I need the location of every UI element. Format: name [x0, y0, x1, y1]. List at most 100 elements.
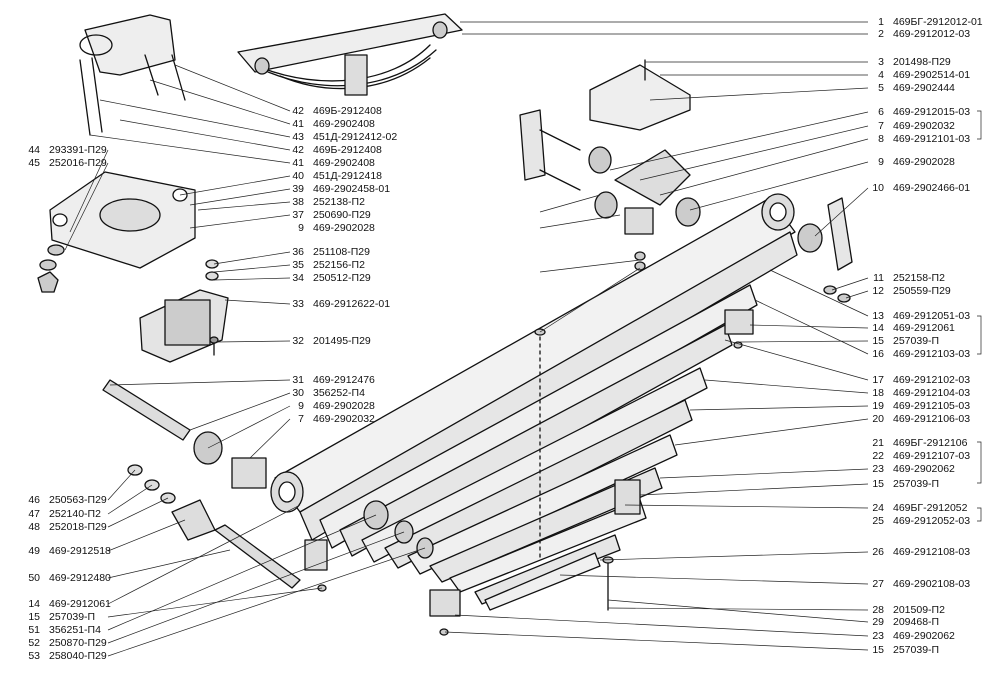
callout-number: 42 — [292, 144, 304, 156]
callout-number: 15 — [28, 611, 40, 623]
callout-number: 15 — [872, 335, 884, 347]
callout-number: 32 — [292, 335, 304, 347]
callout-middle-2: 43 451Д-2912412-02 — [288, 131, 397, 143]
callout-number: 23 — [872, 630, 884, 642]
part-code: 469-2902062 — [893, 463, 955, 475]
part-code: 257039-П — [893, 478, 940, 490]
leaf-4 — [339, 324, 733, 557]
callout-number: 52 — [28, 637, 40, 649]
leaf-11 — [484, 552, 601, 611]
part-code: 469-2912052-03 — [893, 515, 971, 527]
callout-right-11: 12 250559-П29 — [868, 285, 951, 297]
part-code: 469БГ-2912052 — [893, 502, 968, 514]
part-code: 250563-П29 — [49, 494, 107, 506]
callout-number: 7 — [298, 413, 304, 425]
callout-number: 6 — [878, 106, 884, 118]
part-code: 469БГ-2912012-01 — [893, 16, 983, 28]
part-code: 252158-П2 — [893, 272, 945, 284]
part-code: 469-2912051-03 — [893, 310, 971, 322]
callout-right-26: 26 469-2912108-03 — [868, 546, 970, 558]
part-code: 201495-П29 — [313, 335, 371, 347]
part-code: 451Д-2912412-02 — [313, 131, 398, 143]
callout-left-3: 47 252140-П2 — [22, 508, 101, 520]
callout-number: 41 — [292, 118, 304, 130]
part-code: 201509-П2 — [893, 604, 945, 616]
callout-number: 8 — [878, 133, 884, 145]
callout-number: 2 — [878, 28, 884, 40]
callout-number: 12 — [872, 285, 884, 297]
callout-right-23: 15 257039-П — [868, 478, 939, 490]
part-code: 469-2902032 — [313, 413, 375, 425]
callout-number: 26 — [872, 546, 884, 558]
front-pin-assembly — [102, 379, 301, 589]
callout-number: 34 — [292, 272, 304, 284]
part-code: 250512-П29 — [313, 272, 371, 284]
callout-number: 14 — [872, 322, 884, 334]
callout-number: 14 — [28, 598, 40, 610]
part-code: 356251-П4 — [49, 624, 101, 636]
part-code: 469Б-2912408 — [313, 105, 382, 117]
part-code: 451Д-2912418 — [313, 170, 383, 182]
part-code: 469-2912103-03 — [893, 348, 971, 360]
part-code: 469-2912108-03 — [893, 546, 971, 558]
part-code: 258040-П29 — [49, 650, 107, 662]
callout-number: 3 — [878, 56, 884, 68]
callout-number: 47 — [28, 508, 40, 520]
part-code: 293391-П29 — [49, 144, 107, 156]
callout-middle-0: 42 469Б-2912408 — [288, 105, 382, 117]
callout-number: 39 — [292, 183, 304, 195]
callout-number: 22 — [872, 450, 884, 462]
part-code: 201498-П29 — [893, 56, 951, 68]
callout-number: 46 — [28, 494, 40, 506]
part-code: 252140-П2 — [49, 508, 101, 520]
callout-middle-12: 34 250512-П29 — [288, 272, 371, 284]
part-code: 469-2912106-03 — [893, 413, 971, 425]
part-code: 469-2912622-01 — [313, 298, 391, 310]
part-code: 469-2902408 — [313, 157, 375, 169]
callout-number: 42 — [292, 105, 304, 117]
callout-number: 17 — [872, 374, 884, 386]
part-code: 250870-П29 — [49, 637, 107, 649]
leaf-spring-pack — [270, 193, 798, 617]
callout-number: 9 — [298, 222, 304, 234]
part-code: 252016-П29 — [49, 157, 107, 169]
part-code: 469-2902108-03 — [893, 578, 971, 590]
spring-pad — [37, 171, 196, 293]
callout-number: 48 — [28, 521, 40, 533]
callout-number: 43 — [292, 131, 304, 143]
part-code: 469-2912476 — [313, 374, 375, 386]
leaf-6 — [384, 399, 693, 569]
part-code: 252138-П2 — [313, 196, 365, 208]
u-bolt-assembly — [79, 14, 186, 136]
part-code: 250559-П29 — [893, 285, 951, 297]
callout-number: 49 — [28, 545, 40, 557]
rear-shackle — [519, 59, 853, 303]
callout-number: 15 — [872, 478, 884, 490]
callout-number: 5 — [878, 82, 884, 94]
callout-number: 9 — [298, 400, 304, 412]
